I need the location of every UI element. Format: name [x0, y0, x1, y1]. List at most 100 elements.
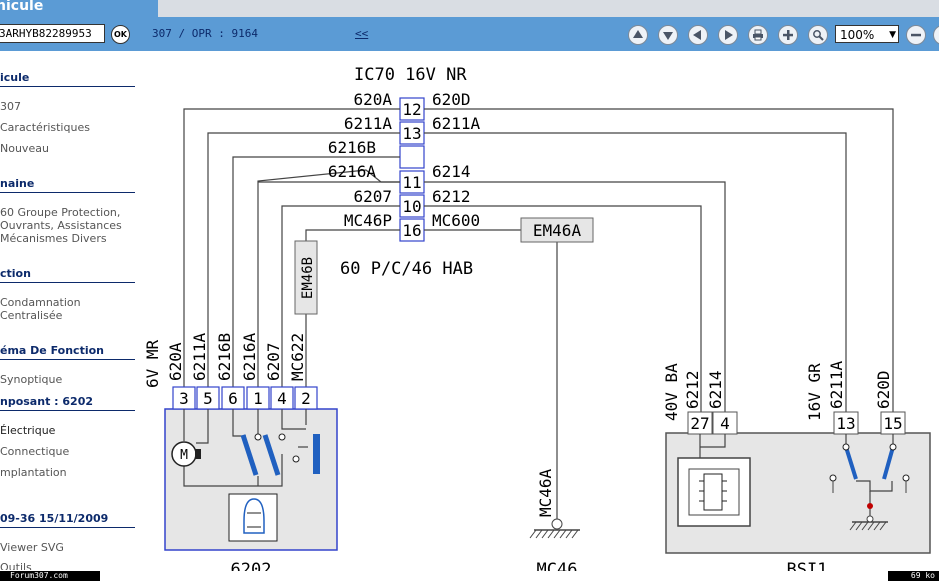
vin-input[interactable]: 3ARHYB82289953 [0, 24, 105, 43]
sidebar-heading-diagram: éma De Fonction [0, 344, 135, 360]
ic70-pin: 11 [402, 173, 421, 192]
sidebar-item-connectics[interactable]: Connectique [0, 445, 70, 458]
sidebar-item-domain-line2[interactable]: Ouvrants, Assistances [0, 219, 122, 232]
top-banner [0, 0, 939, 17]
wire-label: 620A [353, 90, 392, 109]
ok-button[interactable]: OK [111, 25, 130, 44]
component-6202[interactable]: 6V MR 620A 6211A 6216B 6216A 6207 MC622 … [143, 332, 338, 571]
ic70-pin: 10 [402, 197, 421, 216]
wire-label: 6211A [344, 114, 393, 133]
bsi-wire-label: 6214 [706, 370, 725, 409]
minus-icon [911, 33, 921, 37]
c6202-connector-info: 6V MR [143, 339, 162, 388]
left-arrow-button[interactable] [688, 25, 708, 45]
footer-size: 69 ko [888, 571, 939, 581]
em46a-label: EM46A [533, 221, 582, 240]
mc46-name: MC46 [537, 560, 578, 571]
wire-label: 620D [432, 90, 471, 109]
up-arrow-icon [633, 30, 643, 38]
print-icon [753, 29, 763, 41]
sidebar-item-characteristics[interactable]: Caractéristiques [0, 121, 90, 134]
wire-label: 6211A [432, 114, 481, 133]
motor-label: M [180, 448, 188, 463]
sidebar-item-electrical[interactable]: Électrique [0, 424, 56, 437]
c6202-name: 6202 [231, 560, 272, 571]
sidebar-heading-version: 09-36 15/11/2009 [0, 512, 135, 528]
sidebar-heading-component: nposant : 6202 [0, 395, 135, 411]
connector-title: IC70 16V NR [354, 65, 467, 85]
em46a-box[interactable] [520, 217, 594, 243]
bsi-conn1-info: 40V BA [662, 363, 681, 421]
down-arrow-button[interactable] [658, 25, 678, 45]
footer-site: Forum307.com [0, 571, 100, 581]
sidebar-heading-function: ction [0, 267, 135, 283]
c6202-pin: 6 [228, 389, 238, 408]
opr-label: 307 / OPR : 9164 [152, 27, 258, 40]
wires [183, 108, 894, 521]
c6202-pin: 5 [203, 389, 213, 408]
sidebar-item-domain-line3[interactable]: Mécanismes Divers [0, 232, 107, 245]
bsi-name: BSI1 [787, 560, 828, 571]
add-button[interactable] [778, 25, 798, 45]
sidebar-item-model[interactable]: 307 [0, 100, 21, 113]
right-arrow-button[interactable] [718, 25, 738, 45]
zoom-out-button[interactable] [906, 25, 926, 45]
window-title-tab: hicule [0, 0, 158, 17]
right-arrow-icon [725, 30, 733, 40]
component-bsi1[interactable]: 40V BA 6212 6214 16V GR 6211A 620D 27 4 … [662, 360, 931, 571]
sidebar-item-new[interactable]: Nouveau [0, 142, 49, 155]
bsi-wire-label: 6211A [827, 360, 846, 409]
sidebar-item-function-line2[interactable]: Centralisée [0, 309, 63, 322]
c6202-pin: 4 [277, 389, 287, 408]
wire-label: 6212 [432, 187, 471, 206]
sidebar-item-tools[interactable]: Outils [0, 561, 32, 570]
sidebar-heading-vehicle: icule [0, 71, 135, 87]
sidebar-item-synoptic[interactable]: Synoptique [0, 373, 63, 386]
c6202-wire-label: 6216B [215, 333, 234, 381]
block-label: 60 P/C/46 HAB [340, 259, 473, 279]
switch-icon [240, 433, 320, 476]
zoom-button[interactable] [808, 25, 828, 45]
c6202-wire-label: MC622 [288, 333, 307, 381]
partial-button[interactable] [933, 25, 939, 45]
car-icon [228, 493, 278, 542]
wire-label: 6216B [328, 138, 376, 157]
c6202-pin: 3 [179, 389, 189, 408]
bsi-wire-label: 6212 [683, 370, 702, 409]
c6202-wire-label: 6216A [240, 332, 259, 381]
em46b-box[interactable] [294, 240, 318, 315]
sidebar-item-function-line1[interactable]: Condamnation [0, 296, 81, 309]
sidebar-item-domain-line1[interactable]: 60 Groupe Protection, [0, 206, 121, 219]
bsi-pin: 13 [836, 414, 855, 433]
window-title: hicule [0, 0, 44, 14]
chevron-down-icon: ▼ [889, 30, 896, 40]
left-arrow-icon [693, 30, 701, 40]
relay-switch-icon [829, 443, 910, 509]
em46b-label: EM46B [300, 257, 316, 299]
sidebar-item-svg-viewer[interactable]: Viewer SVG [0, 541, 64, 554]
print-button[interactable] [748, 25, 768, 45]
bsi-conn2-info: 16V GR [805, 363, 824, 421]
sidebar-item-location[interactable]: mplantation [0, 466, 67, 479]
wire-label: 6216A [328, 162, 377, 181]
zoom-value: 100% [840, 28, 875, 42]
down-arrow-icon [663, 32, 673, 40]
ic70-connector [399, 97, 425, 242]
c6202-pin: 2 [301, 389, 311, 408]
bsi-pin: 4 [720, 414, 730, 433]
ic70-pin: 13 [402, 124, 421, 143]
ic70-pin: 12 [402, 100, 421, 119]
c6202-wire-label: 620A [166, 342, 185, 381]
add-icon [783, 30, 793, 40]
toolbar: 3ARHYB82289953 OK 307 / OPR : 9164 << 10… [0, 17, 939, 51]
ic70-pin: 16 [402, 221, 421, 240]
c6202-wire-label: 6207 [264, 342, 283, 381]
wiring-diagram[interactable]: IC70 16V NR 12 13 11 10 16 6 [136, 51, 939, 571]
mc46-ground[interactable]: MC46A MC46 [529, 468, 580, 571]
wire-label: 6214 [432, 162, 471, 181]
c6202-wire-label: 6211A [190, 332, 209, 381]
sidebar: icule 307 Caractéristiques Nouveau naine… [0, 51, 136, 571]
back-link[interactable]: << [355, 27, 369, 40]
up-arrow-button[interactable] [628, 25, 648, 45]
zoom-select[interactable]: 100% ▼ [835, 25, 899, 43]
